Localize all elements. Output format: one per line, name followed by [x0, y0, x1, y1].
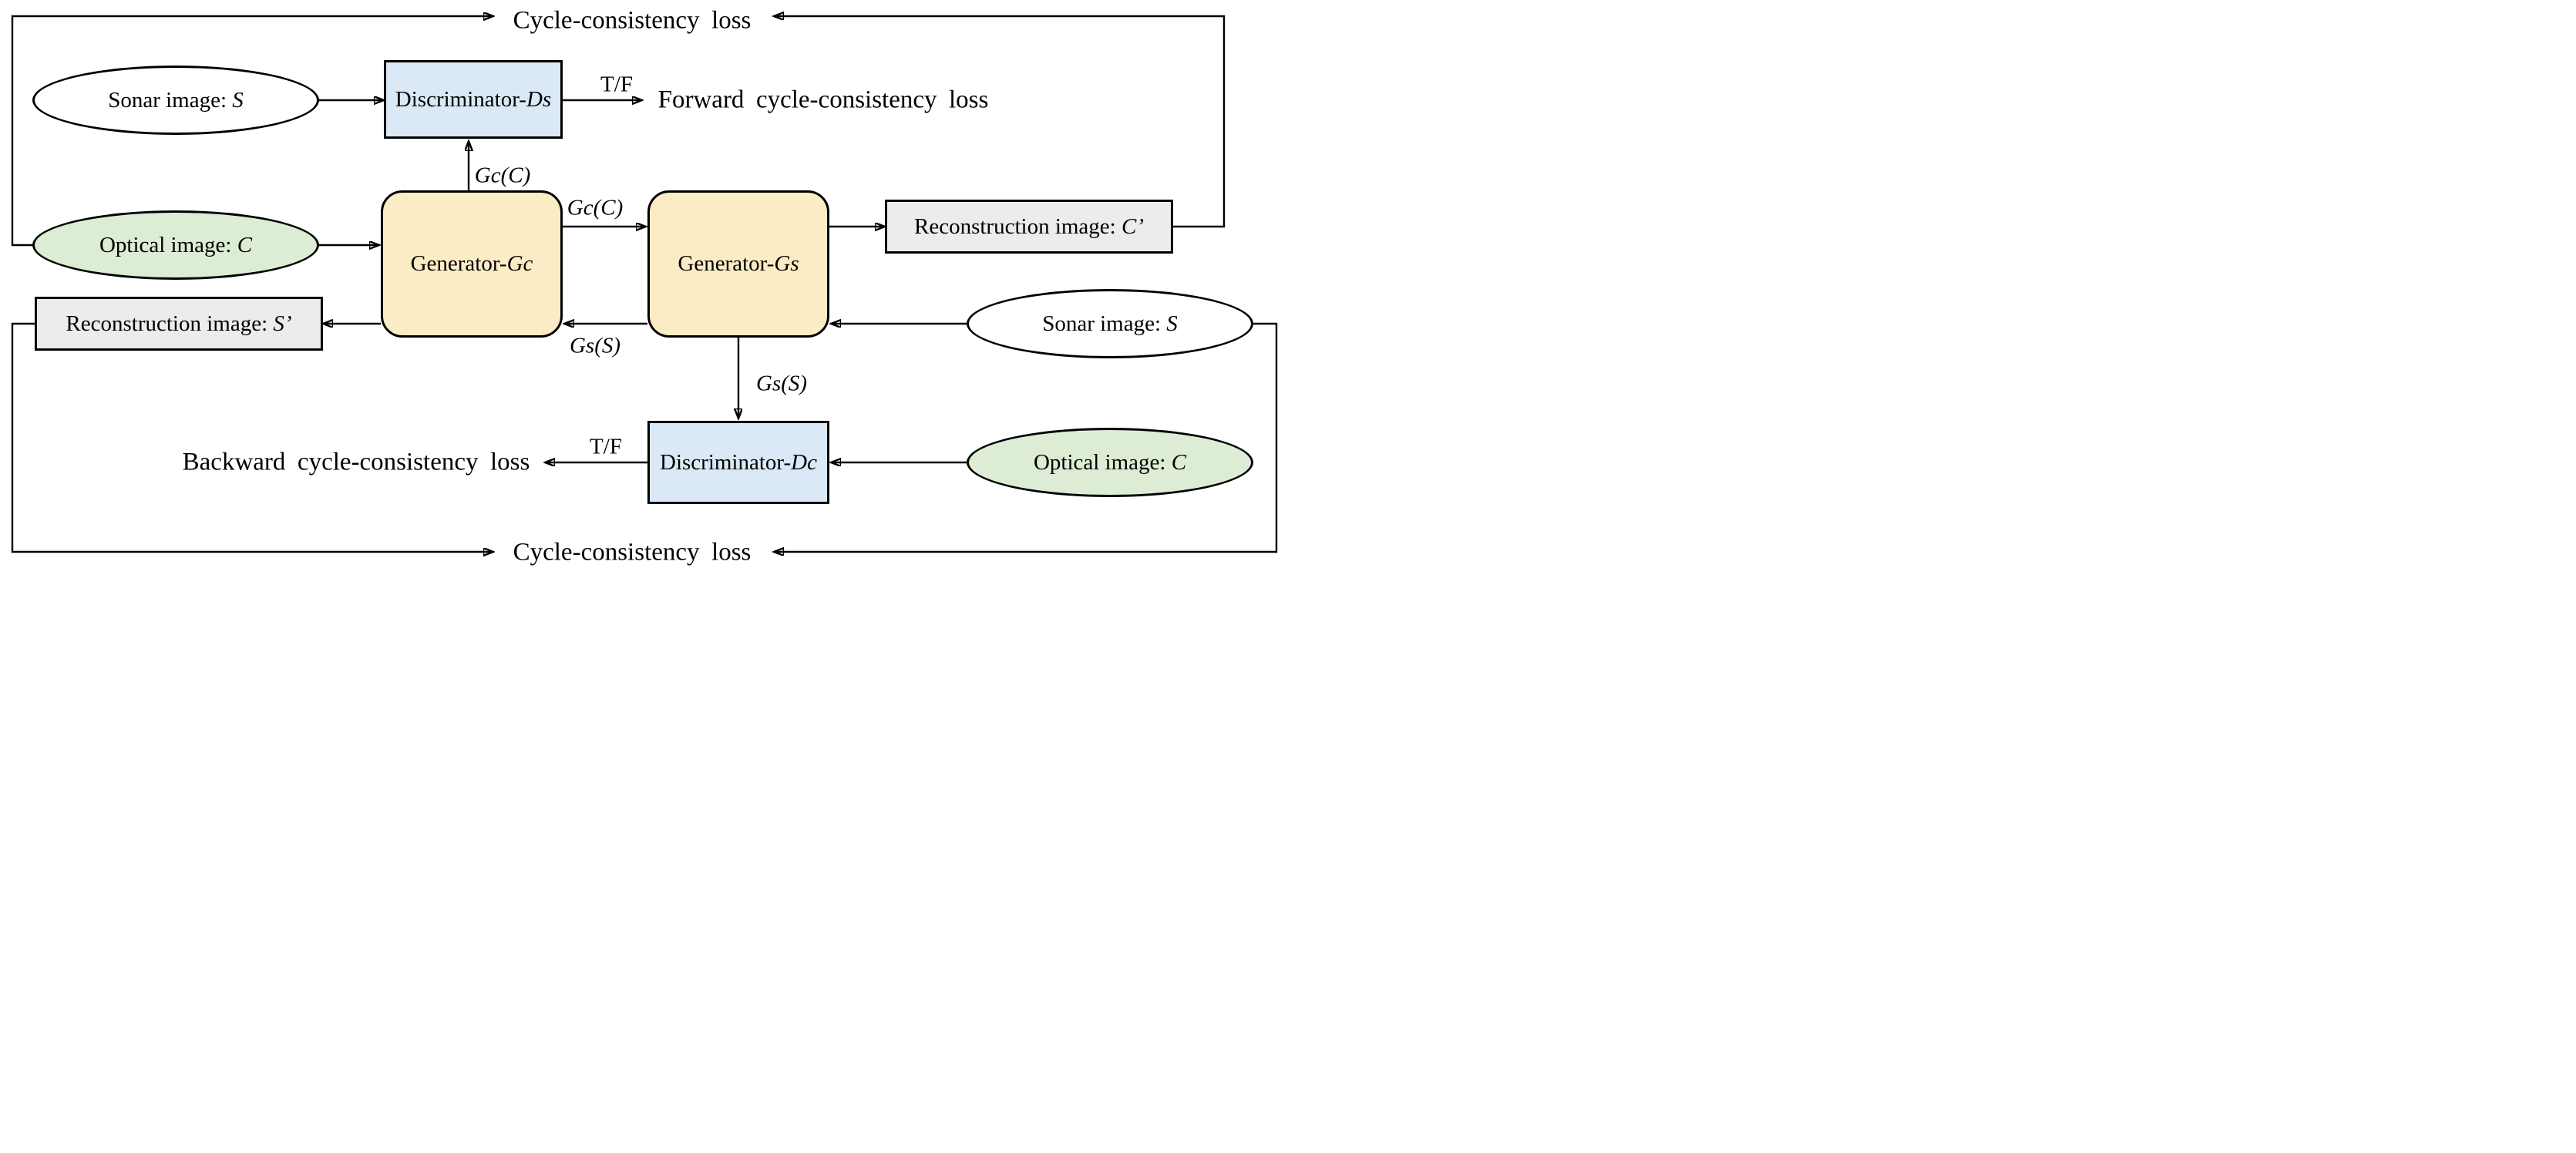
edge-reconC-to-top-loss — [774, 16, 1226, 228]
node-label: Optical image: C — [99, 232, 253, 257]
reconstruction-image-s-box: Reconstruction image: S’ — [35, 297, 323, 351]
cyclegan-diagram: Cycle-consistency loss Forward cycle-con… — [0, 0, 1288, 576]
node-label: Optical image: C — [1033, 449, 1187, 475]
edge-label-gc-c-up: Gc(C) — [474, 163, 531, 188]
tf-label-backward: T/F — [590, 434, 622, 459]
edge-opticalC-to-top-loss — [11, 16, 493, 247]
discriminator-dc-box: Discriminator-Dc — [647, 421, 829, 504]
node-label: Reconstruction image: S’ — [66, 311, 292, 336]
edge-sonarS-to-bottom-loss — [774, 322, 1278, 552]
discriminator-ds-box: Discriminator-Ds — [384, 60, 563, 139]
edge-label-gs-s-down: Gs(S) — [755, 371, 808, 396]
node-label: Generator-Gs — [678, 251, 799, 276]
tf-label-forward: T/F — [600, 72, 633, 97]
node-label: Discriminator-Dc — [660, 449, 817, 475]
node-label: Discriminator-Ds — [395, 86, 552, 112]
cycle-consistency-loss-top: Cycle-consistency loss — [513, 6, 752, 35]
sonar-image-s-ellipse-right: Sonar image: S — [967, 289, 1253, 358]
optical-image-c-ellipse-bottom-right: Optical image: C — [967, 428, 1253, 497]
forward-cycle-consistency-loss: Forward cycle-consistency loss — [657, 86, 989, 114]
reconstruction-image-c-box: Reconstruction image: C’ — [885, 200, 1173, 254]
connector-lines — [11, 0, 1278, 576]
edge-label-gc-c-mid: Gc(C) — [567, 195, 624, 220]
backward-cycle-consistency-loss: Backward cycle-consistency loss — [182, 448, 530, 476]
cycle-consistency-loss-bottom: Cycle-consistency loss — [513, 538, 752, 566]
sonar-image-s-ellipse-top-left: Sonar image: S — [32, 66, 319, 135]
generator-gc-box: Generator-Gc — [381, 190, 563, 338]
optical-image-c-ellipse-left: Optical image: C — [32, 210, 319, 280]
node-label: Reconstruction image: C’ — [914, 213, 1144, 239]
edge-label-gs-s-mid: Gs(S) — [569, 333, 621, 358]
generator-gs-box: Generator-Gs — [647, 190, 829, 338]
node-label: Generator-Gc — [410, 251, 533, 276]
node-label: Sonar image: S — [108, 87, 244, 113]
edge-reconS-to-bottom-loss — [11, 322, 493, 552]
node-label: Sonar image: S — [1042, 311, 1178, 336]
